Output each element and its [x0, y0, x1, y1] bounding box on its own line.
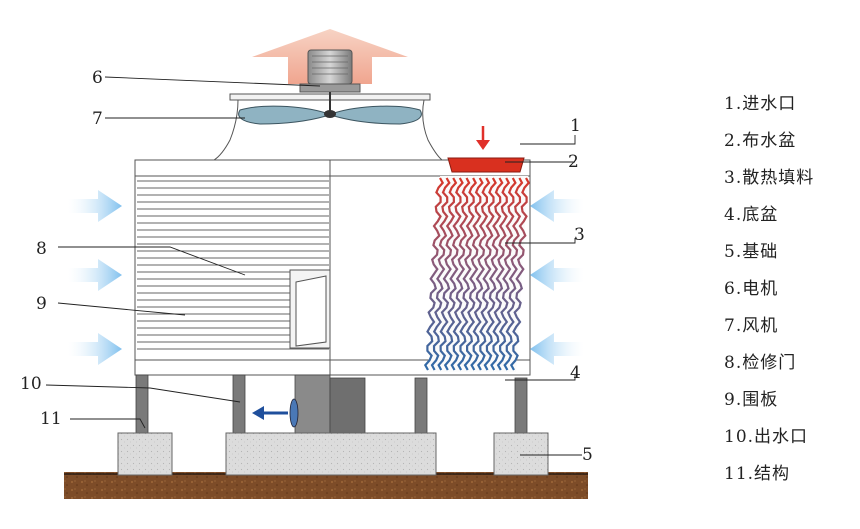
legend-item-foundation: 5.基础 — [724, 242, 779, 262]
water-outlet-arrow-icon — [252, 406, 264, 420]
legend-item-inlet: 1.进水口 — [724, 94, 797, 114]
air-arrow-icon — [68, 259, 122, 291]
fill-wave — [509, 177, 531, 371]
motor-icon — [307, 49, 353, 85]
callout-number: 6 — [92, 68, 103, 88]
fill-wave — [443, 177, 464, 371]
callout-number: 7 — [92, 109, 103, 129]
fill-wave — [423, 177, 445, 371]
fill-wave — [470, 177, 491, 371]
legend-item-structure: 11.结构 — [724, 464, 791, 484]
air-arrow-icon — [68, 190, 122, 222]
leg-mid-right — [414, 377, 428, 436]
air-inlet-arrows — [68, 190, 584, 365]
callout-line — [45, 384, 241, 403]
callout-line — [505, 375, 576, 381]
legend-item-fan: 7.风机 — [724, 316, 779, 336]
foundation-left — [117, 432, 173, 476]
legend-item-fill: 3.散热填料 — [724, 168, 815, 188]
callout-number: 11 — [40, 409, 62, 429]
leg-right — [514, 377, 528, 436]
callout-line — [104, 76, 321, 87]
fan-blade-left-icon — [238, 105, 327, 125]
callout-line — [520, 135, 576, 145]
legend: 1.进水口 2.布水盆 3.散热填料 4.底盆 5.基础 6.电机 7.风机 8… — [724, 86, 854, 493]
callout-number: 1 — [570, 116, 581, 136]
fill-wave — [463, 177, 484, 371]
legend-item-motor: 6.电机 — [724, 279, 779, 299]
callout-number: 8 — [36, 239, 47, 259]
callout-number: 5 — [582, 445, 593, 465]
air-arrow-icon — [530, 259, 584, 291]
callout-number: 9 — [36, 294, 47, 314]
fill-wave — [437, 177, 458, 371]
water-distribution-basin — [447, 157, 525, 173]
callout-number: 4 — [570, 363, 581, 383]
callout-line — [57, 302, 186, 316]
fill-wave — [476, 177, 497, 371]
air-arrow-icon — [530, 190, 584, 222]
legend-item-casing: 9.围板 — [724, 390, 779, 410]
fill-wave — [490, 177, 511, 371]
legend-item-bottom-basin: 4.底盆 — [724, 205, 779, 225]
fill-wave — [496, 177, 517, 371]
callout-number: 10 — [20, 374, 42, 394]
legend-item-basin: 2.布水盆 — [724, 131, 797, 151]
leg-left — [135, 374, 149, 436]
fill-wave — [450, 177, 471, 371]
fill-wave — [483, 177, 504, 371]
outlet-pipe-block — [294, 374, 331, 436]
air-arrow-icon — [530, 333, 584, 365]
outlet-pipe-block-2 — [329, 377, 366, 436]
ground — [64, 472, 588, 499]
foundation-right — [493, 432, 549, 476]
water-inlet-arrow-icon — [476, 140, 490, 150]
callout-group: 1 2 3 4 5 6 7 8 9 10 11 — [20, 68, 593, 465]
fill-wave — [430, 177, 451, 371]
callout-line — [58, 246, 246, 276]
callout-number: 3 — [574, 225, 585, 245]
foundation-center — [225, 432, 437, 476]
callout-line — [70, 418, 146, 429]
fan-blade-right-icon — [333, 105, 422, 125]
fill-media-waves — [423, 177, 531, 371]
fill-wave — [457, 177, 478, 371]
legend-item-outlet: 10.出水口 — [724, 427, 809, 447]
callout-number: 2 — [568, 152, 579, 172]
fill-wave — [503, 177, 524, 371]
leg-mid-left — [232, 374, 246, 436]
legend-item-door: 8.检修门 — [724, 353, 797, 373]
air-arrow-icon — [68, 333, 122, 365]
callout-line — [505, 238, 576, 244]
